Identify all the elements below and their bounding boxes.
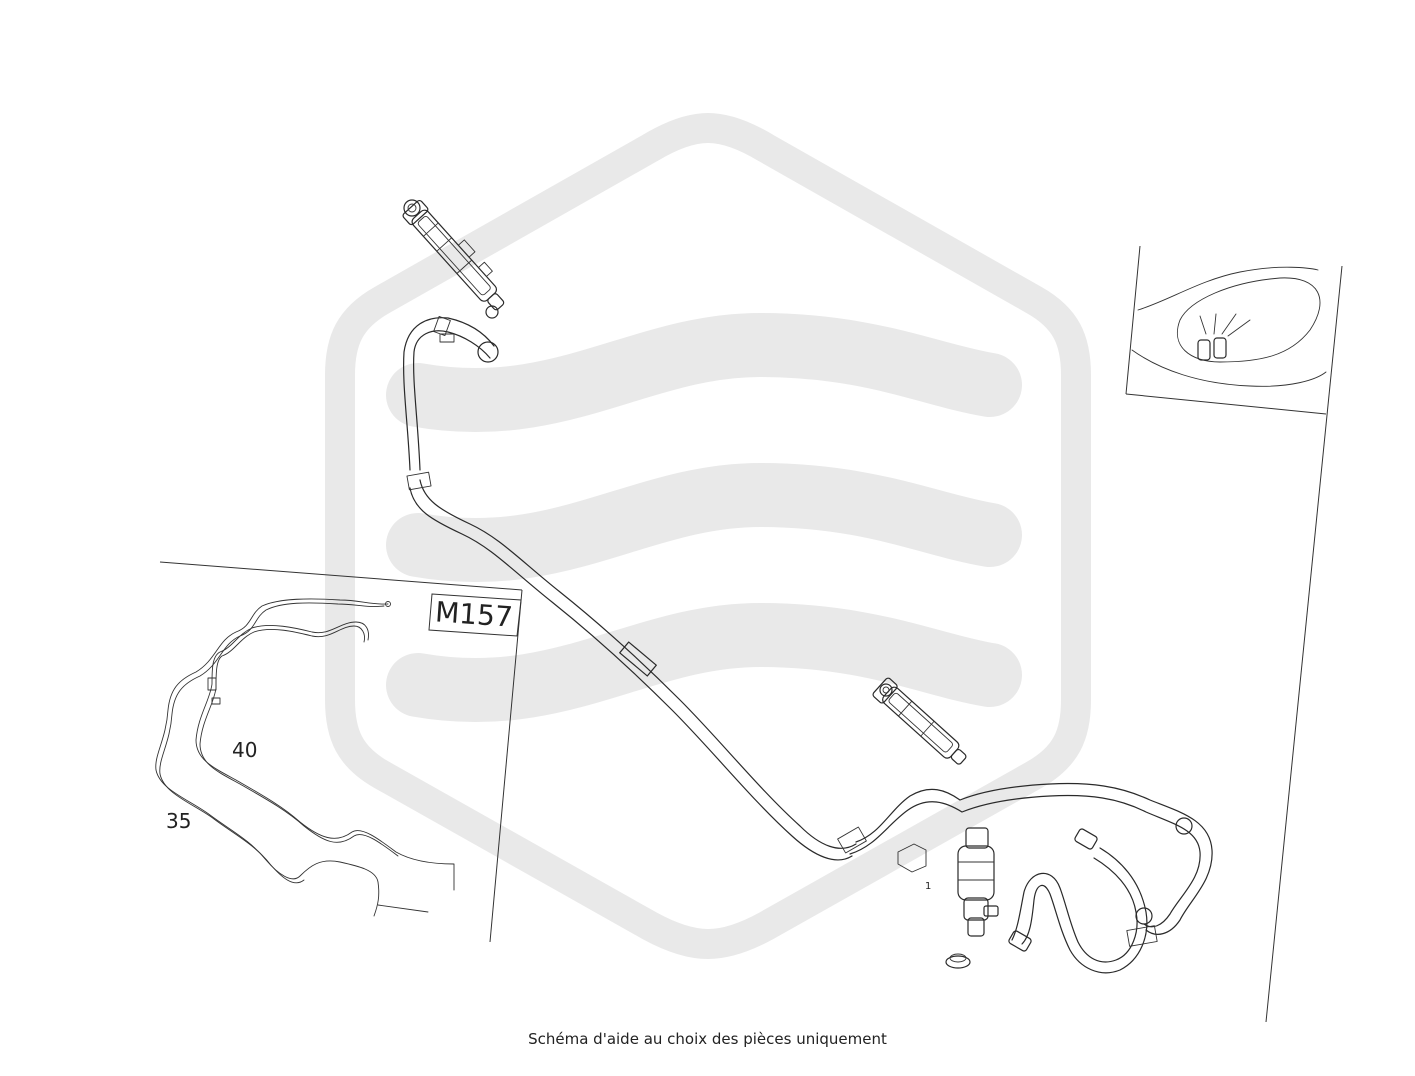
hose-line-35 [155, 598, 391, 917]
hose-junction [837, 826, 867, 854]
washer-pump [897, 827, 999, 969]
callout-1: 1 [925, 881, 931, 892]
model-code-label: M157 [434, 595, 514, 633]
watermark-logo [325, 113, 1091, 959]
clip-icon [207, 677, 217, 691]
watermark-wave-1 [386, 313, 1022, 433]
diagram-caption: Schéma d'aide au choix des pièces unique… [528, 1030, 887, 1048]
model-code-box: M157 [428, 593, 522, 637]
hose-line-40 [195, 621, 455, 913]
headlamp-washer-nozzle-left [402, 199, 505, 319]
hose-clip [406, 471, 432, 491]
bumper-detail-inset [1125, 245, 1343, 1023]
hose-sleeve [619, 641, 657, 677]
callout-35: 35 [166, 809, 191, 833]
headlamp-washer-nozzle-right [872, 677, 967, 765]
callout-40: 40 [232, 738, 257, 762]
upper-elbow-hose [403, 315, 499, 471]
watermark-wave-3 [386, 603, 1022, 723]
right-hose-loop [849, 782, 1213, 974]
main-washer-hose [406, 471, 867, 861]
hose-clip [433, 315, 451, 337]
watermark-wave-2 [386, 463, 1022, 583]
left-inset-frame [159, 561, 523, 943]
